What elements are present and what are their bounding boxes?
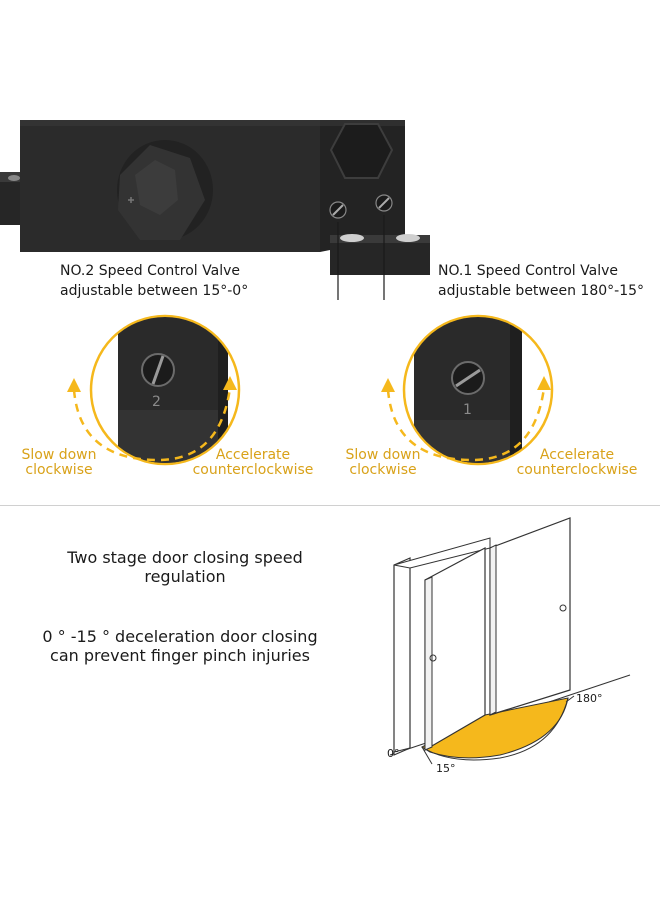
- adjustment-knob-icon: [117, 140, 213, 240]
- valve-no1-number: 1: [463, 402, 472, 418]
- door-closer-render: [0, 120, 430, 300]
- valve-no1-title: NO.1 Speed Control Valve: [438, 263, 618, 279]
- slotted-screw-icon: [329, 201, 347, 219]
- door-angle-diagram: [389, 517, 631, 765]
- feature-line: regulation: [144, 567, 226, 586]
- no1-accelerate-label: Accelerate counterclockwise: [512, 448, 642, 478]
- no1-slow-label: Slow down clockwise: [338, 448, 428, 478]
- section-divider: [0, 505, 660, 506]
- slotted-screw-icon: [451, 361, 485, 395]
- feature-line: can prevent finger pinch injuries: [50, 646, 310, 665]
- valve-no2-title: NO.2 Speed Control Valve: [60, 263, 240, 279]
- rotation-arrow-icon: [386, 387, 546, 462]
- label-line: Slow down: [345, 447, 421, 463]
- label-line: counterclockwise: [516, 462, 638, 478]
- valve-no2-detail: 2: [67, 314, 241, 466]
- valve-no1-detail: 1: [381, 314, 554, 466]
- no2-accelerate-label: Accelerate counterclockwise: [188, 448, 318, 478]
- valve-no1-range: adjustable between 180°-15°: [438, 283, 645, 299]
- feature-two-stage: Two stage door closing speed regulation: [30, 548, 340, 586]
- slotted-screw-icon: [141, 353, 175, 387]
- feature-line: 0 ° -15 ° deceleration door closing: [42, 627, 318, 646]
- angle-180-label: 180°: [576, 692, 603, 705]
- valve-no2-range: adjustable between 15°-0°: [60, 283, 249, 299]
- rotation-arrow-icon: [72, 387, 232, 462]
- slotted-screw-icon: [375, 194, 393, 212]
- angle-0-label: 0°: [387, 747, 400, 760]
- label-line: counterclockwise: [192, 462, 314, 478]
- feature-deceleration: 0 ° -15 ° deceleration door closing can …: [20, 627, 340, 665]
- label-line: clockwise: [349, 462, 417, 478]
- label-line: clockwise: [25, 462, 93, 478]
- angle-15-label: 15°: [436, 762, 456, 775]
- feature-line: Two stage door closing speed: [67, 548, 303, 567]
- label-line: Accelerate: [539, 447, 615, 463]
- label-line: Accelerate: [215, 447, 291, 463]
- no2-slow-label: Slow down clockwise: [14, 448, 104, 478]
- valve-no2-number: 2: [152, 394, 161, 410]
- label-line: Slow down: [21, 447, 97, 463]
